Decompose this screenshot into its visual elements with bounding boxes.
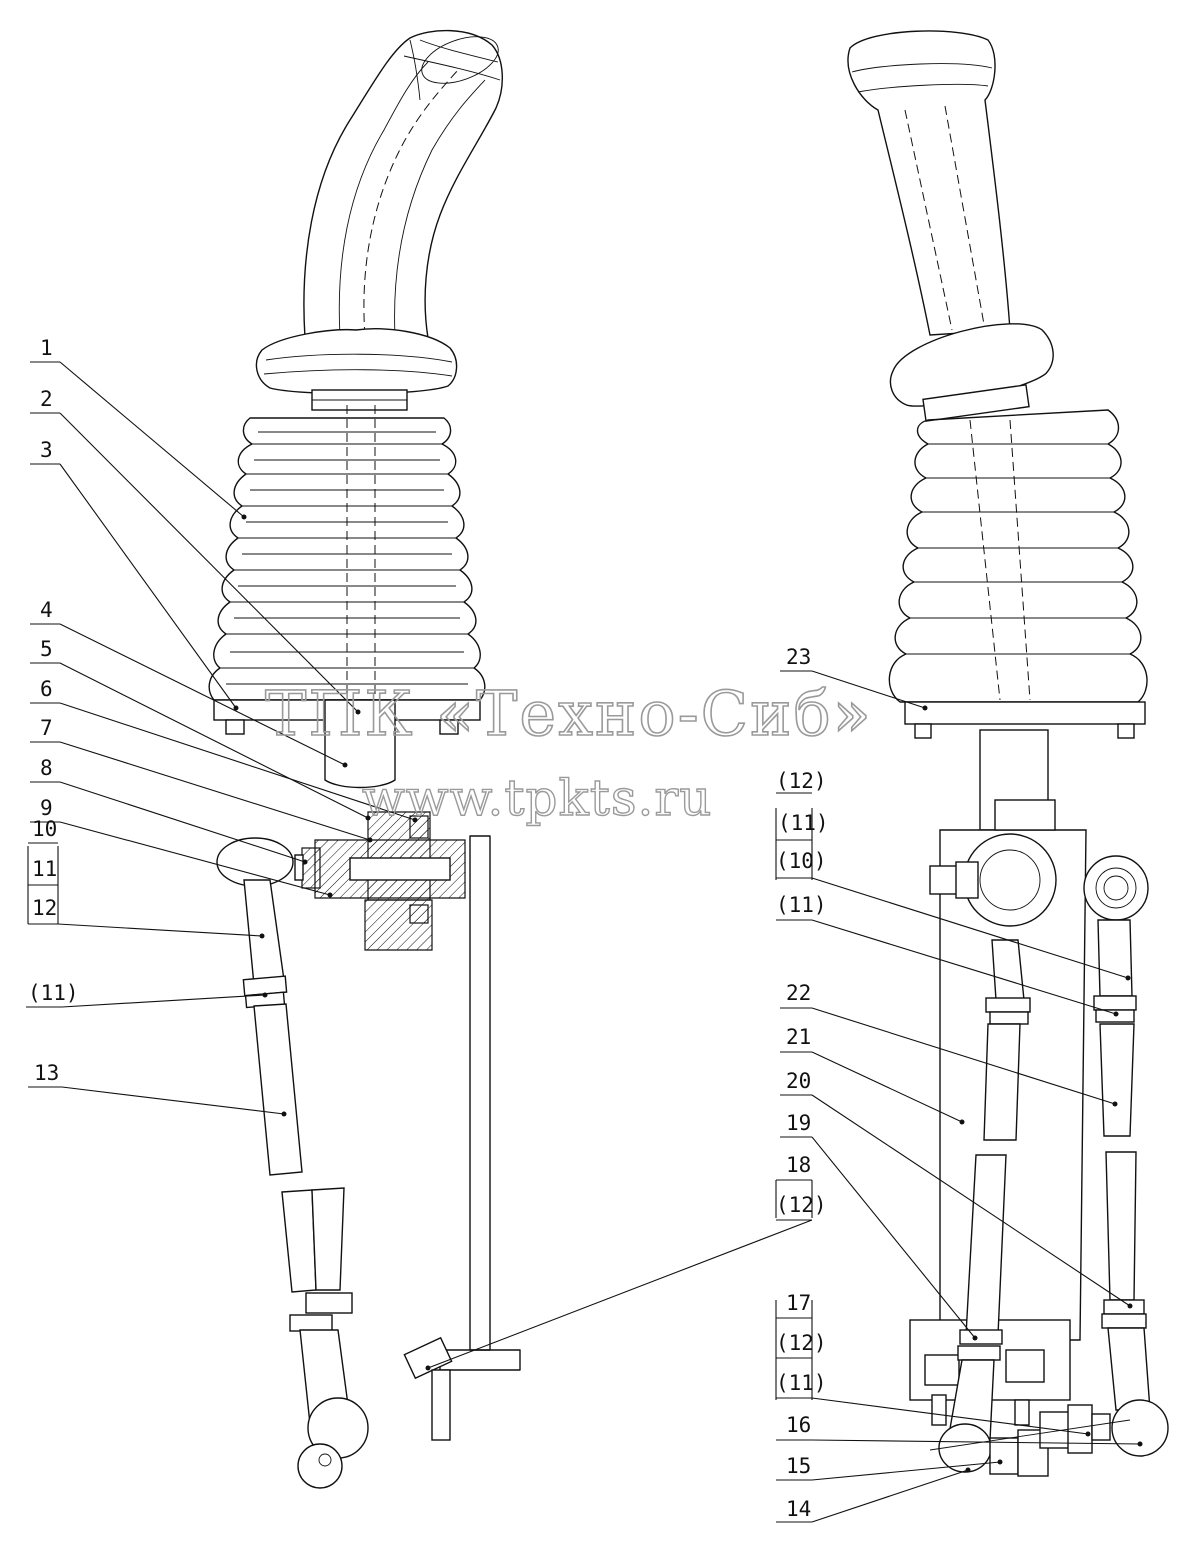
callout-22: 22 [780,981,1118,1107]
callout-21: 21 [780,1025,965,1125]
callout-3: 3 [30,438,239,711]
left-lever-assembly [208,29,521,1489]
svg-text:(11): (11) [776,893,827,917]
callout-11-ref: (11) [26,981,268,1008]
svg-text:21: 21 [786,1025,811,1049]
svg-text:6: 6 [40,677,53,701]
svg-text:(12): (12) [776,1331,827,1355]
right-callouts: (12) (11) (10) (11) 22 21 [425,645,1143,1523]
svg-text:5: 5 [40,637,53,661]
left-callouts: 1 2 3 4 5 6 [26,336,418,1117]
callout-4: 4 [30,598,348,768]
svg-text:12: 12 [32,896,57,920]
callout-20: 20 [780,1069,1133,1309]
callout-19: 19 [780,1111,978,1341]
svg-text:13: 13 [34,1061,59,1085]
svg-text:(10): (10) [776,849,827,873]
callout-13: 13 [28,1061,287,1117]
svg-text:10: 10 [32,817,57,841]
callout-12-ref-bottom: (12) [776,1331,827,1359]
svg-text:1: 1 [40,336,53,360]
svg-text:19: 19 [786,1111,811,1135]
left-pivot-section [294,699,521,1441]
right-handle-grip [847,30,1011,336]
callout-2: 2 [30,387,361,715]
callout-15: 15 [776,1454,1003,1481]
svg-text:23: 23 [786,645,811,669]
right-tie-rods [929,919,1169,1477]
callout-8: 8 [30,756,308,865]
callout-10: 10 [28,817,58,844]
watermark-url: www.tpkts.ru [362,769,713,827]
svg-text:22: 22 [786,981,811,1005]
svg-text:16: 16 [786,1413,811,1437]
callout-16: 16 [776,1413,1143,1447]
svg-text:18: 18 [786,1153,811,1177]
left-handle-grip [303,29,504,339]
svg-text:7: 7 [40,716,53,740]
svg-text:15: 15 [786,1454,811,1478]
callout-7: 7 [30,716,373,843]
callout-1: 1 [30,336,247,520]
left-handle-collar [255,328,458,411]
svg-text:(11): (11) [28,981,79,1005]
svg-text:(12): (12) [776,1193,827,1217]
callout-14: 14 [776,1467,971,1523]
callout-11-ref-mid: (11) [776,893,1119,1017]
callout-23: 23 [780,645,928,711]
right-handle-collar [889,323,1054,422]
callout-12: 12 [28,896,265,939]
svg-text:8: 8 [40,756,53,780]
callout-11-ref-top: (11) [775,808,829,880]
svg-text:(12): (12) [776,769,827,793]
callout-5: 5 [30,637,371,821]
callout-9: 9 [30,796,333,898]
svg-text:20: 20 [786,1069,811,1093]
svg-text:2: 2 [40,387,53,411]
left-tie-rod [216,837,369,1489]
svg-text:14: 14 [786,1497,811,1521]
callout-18: 18 [775,1153,813,1218]
callout-11-ref-bottom: (11) [776,1371,1091,1437]
callout-10-ref: (10) [776,849,1131,981]
callout-12-ref-18: (12) [425,1193,827,1371]
svg-text:11: 11 [32,857,57,881]
callout-12-ref-top: (12) [776,769,827,794]
right-rubber-boot [888,409,1148,739]
callout-17: 17 [775,1291,813,1400]
watermark: ТПК «Техно-Сиб» www.tpkts.ru [264,676,873,828]
callout-6: 6 [30,677,418,823]
right-lever-assembly [847,30,1169,1477]
right-pivot [929,833,1149,927]
svg-text:(11): (11) [778,811,829,835]
svg-text:(11): (11) [776,1371,827,1395]
svg-text:17: 17 [786,1291,811,1315]
watermark-company: ТПК «Техно-Сиб» [265,677,873,750]
svg-text:3: 3 [40,438,53,462]
svg-text:9: 9 [40,796,53,820]
svg-text:4: 4 [40,598,53,622]
callout-11: 11 [27,846,59,924]
